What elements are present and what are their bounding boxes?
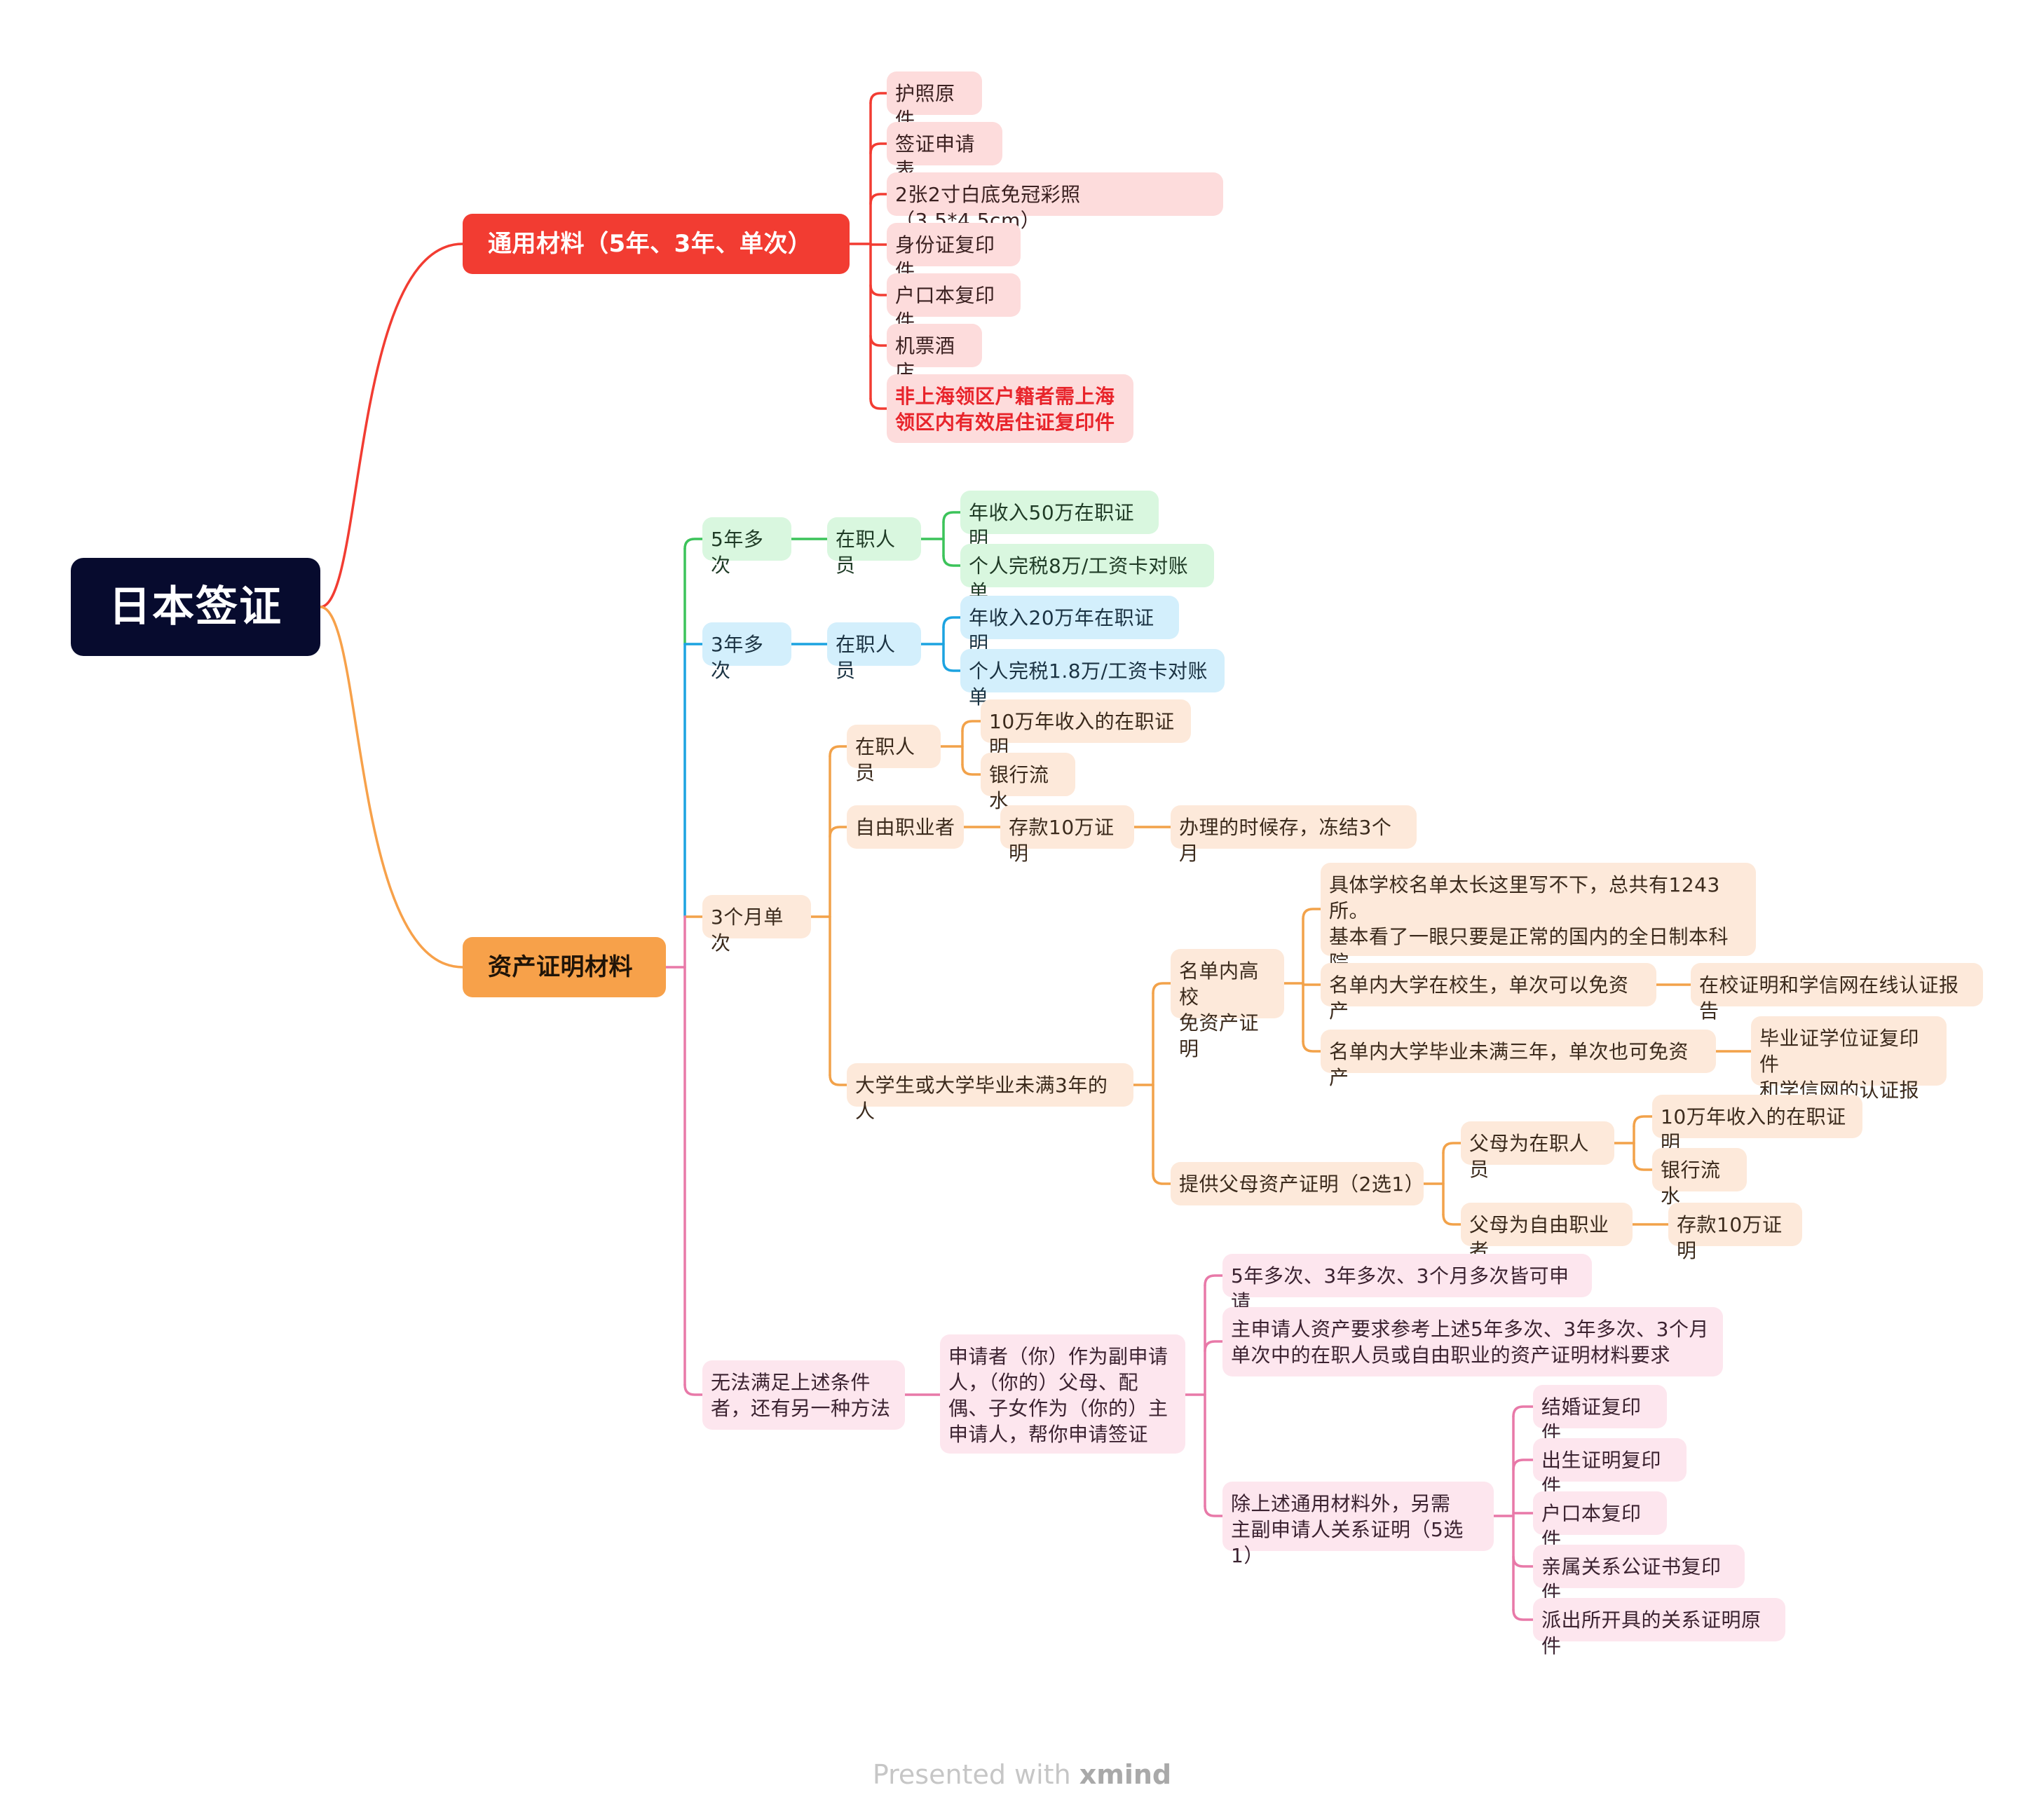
parents-freelancer[interactable]: 父母为自由职业者 [1461, 1203, 1633, 1262]
link-3y-items-child-0 [942, 616, 962, 629]
link-3y-items-child-1 [942, 660, 962, 672]
alternative-asset-requirement[interactable]: 主申请人资产要求参考上述5年多次、3年多次、3个月 单次中的在职人员或自由职业的… [1222, 1307, 1723, 1376]
parents-employed[interactable]: 父母为在职人员 [1461, 1121, 1614, 1181]
5year-employed[interactable]: 在职人员 [827, 517, 921, 577]
alternative-relationship-proof[interactable]: 除上述通用材料外，另需 主副申请人关系证明（5选1） [1222, 1482, 1494, 1567]
listed-university-enrolled[interactable]: 名单内大学在校生，单次可以免资产 [1321, 963, 1656, 1023]
xmind-logo: xmind [1079, 1759, 1172, 1790]
relation-birth-certificate[interactable]: 出生证明复印件 [1533, 1438, 1687, 1498]
relation-notarial-certificate[interactable]: 亲属关系公证书复印件 [1533, 1545, 1745, 1604]
student-or-recent-graduate[interactable]: 大学生或大学毕业未满3年的人 [847, 1063, 1133, 1123]
link-general-child-1 [869, 142, 888, 155]
3month-bank-statement[interactable]: 银行流水 [981, 753, 1075, 812]
link-relation-items-child-4 [1512, 1608, 1534, 1621]
link-listed-child-2 [1302, 1040, 1322, 1053]
3month-employed[interactable]: 在职人员 [847, 725, 941, 784]
link-general-child-6 [869, 397, 888, 410]
link-root-assets [319, 606, 464, 969]
parents-deposit-certificate[interactable]: 存款10万证明 [1668, 1203, 1802, 1262]
branch-general-materials[interactable]: 通用材料（5年、3年、单次） [463, 214, 850, 274]
link-relation-items-child-0 [1512, 1405, 1534, 1418]
parents-bank-statement[interactable]: 银行流水 [1652, 1148, 1747, 1208]
link-3m-child-1 [829, 826, 848, 838]
relation-police-certificate[interactable]: 派出所开具的关系证明原件 [1533, 1598, 1785, 1658]
link-general-child-5 [869, 334, 888, 347]
relation-marriage-certificate[interactable]: 结婚证复印件 [1533, 1385, 1667, 1444]
listed-university-graduate[interactable]: 名单内大学毕业未满三年，单次也可免资产 [1321, 1030, 1716, 1089]
link-5y-items-child-0 [942, 511, 962, 524]
link-relation-items-child-1 [1512, 1458, 1534, 1471]
link-3m-employed-child-0 [961, 720, 982, 732]
general-item-residence-permit[interactable]: 非上海领区户籍者需上海 领区内有效居住证复印件 [887, 374, 1133, 443]
alternative-method[interactable]: 无法满足上述条件 者，还有另一种方法 [702, 1360, 905, 1430]
link-parents-employed-child-0 [1633, 1115, 1654, 1128]
5year-tax-statement[interactable]: 个人完税8万/工资卡对账单 [960, 544, 1214, 603]
5year-income-certificate[interactable]: 年收入50万在职证明 [960, 491, 1159, 550]
link-alt-notes-child-1 [1204, 1340, 1224, 1353]
visa-3month-single[interactable]: 3个月单次 [702, 895, 811, 955]
listed-university-detail[interactable]: 具体学校名单太长这里写不下，总共有1243所。 基本看了一眼只要是正常的国内的全… [1321, 863, 1756, 1000]
link-general-child-0 [869, 92, 888, 104]
link-3m-child-0 [829, 745, 848, 758]
link-alt-notes-child-2 [1204, 1505, 1224, 1517]
3month-deposit-freeze-note[interactable]: 办理的时候存，冻结3个月 [1171, 805, 1417, 865]
link-3m-employed-child-1 [961, 763, 982, 776]
relation-hukou-copy[interactable]: 户口本复印件 [1533, 1491, 1667, 1551]
presented-with-xmind-footer: Presented with xmind [0, 1759, 2044, 1790]
link-assets-5y [683, 538, 704, 550]
general-item-id-copy[interactable]: 身份证复印件 [887, 223, 1021, 282]
footer-prefix: Presented with [872, 1759, 1079, 1790]
general-item-tickets-hotel[interactable]: 机票酒店 [887, 324, 982, 383]
general-item-visa-form[interactable]: 签证申请表 [887, 122, 1002, 182]
link-5y-items-child-1 [942, 554, 962, 567]
visa-5year-multiple[interactable]: 5年多次 [702, 517, 791, 577]
link-alt-notes-child-0 [1204, 1274, 1224, 1287]
alternative-applicable-types[interactable]: 5年多次、3年多次、3个月多次皆可申请 [1222, 1254, 1592, 1313]
link-parents-child-1 [1442, 1213, 1462, 1226]
link-general-child-2 [869, 193, 888, 205]
3year-income-certificate[interactable]: 年收入20万年在职证明 [960, 596, 1179, 655]
link-parents-child-0 [1442, 1142, 1462, 1154]
3year-employed[interactable]: 在职人员 [827, 622, 921, 682]
link-root-general [319, 242, 464, 608]
link-assets-alt [683, 1383, 704, 1396]
link-general-child-4 [869, 284, 888, 296]
general-item-photos[interactable]: 2张2寸白底免冠彩照（3.5*4.5cm） [887, 172, 1223, 232]
parents-asset-proof[interactable]: 提供父母资产证明（2选1） [1171, 1162, 1424, 1205]
link-relation-items-child-3 [1512, 1555, 1534, 1568]
3month-income-certificate[interactable]: 10万年收入的在职证明 [981, 699, 1191, 759]
visa-3year-multiple[interactable]: 3年多次 [702, 622, 791, 682]
link-student-child-1 [1152, 1173, 1172, 1185]
link-listed-child-0 [1302, 908, 1322, 920]
graduate-proof-docs[interactable]: 毕业证学位证复印件 和学信网的认证报告 [1751, 1016, 1947, 1128]
enrolled-proof-docs[interactable]: 在校证明和学信网在线认证报告 [1691, 963, 1983, 1023]
3month-freelancer[interactable]: 自由职业者 [847, 805, 964, 849]
branch-asset-proof[interactable]: 资产证明材料 [463, 937, 666, 997]
general-item-passport[interactable]: 护照原件 [887, 71, 982, 131]
3year-tax-statement[interactable]: 个人完税1.8万/工资卡对账单 [960, 649, 1225, 709]
general-item-hukou-copy[interactable]: 户口本复印件 [887, 273, 1021, 333]
link-3m-child-2 [829, 1074, 848, 1086]
parents-income-certificate[interactable]: 10万年收入的在职证明 [1652, 1095, 1862, 1154]
link-parents-employed-child-1 [1633, 1159, 1654, 1171]
listed-university-exemption[interactable]: 名单内高校 免资产证明 [1171, 949, 1284, 1060]
3month-deposit-certificate[interactable]: 存款10万证明 [1000, 805, 1134, 865]
link-student-child-0 [1152, 982, 1172, 995]
root-topic[interactable]: 日本签证 [71, 558, 320, 656]
alternative-applicant-role[interactable]: 申请者（你）作为副申请 人，（你的）父母、配 偶、子女作为（你的）主 申请人，帮… [940, 1334, 1185, 1454]
